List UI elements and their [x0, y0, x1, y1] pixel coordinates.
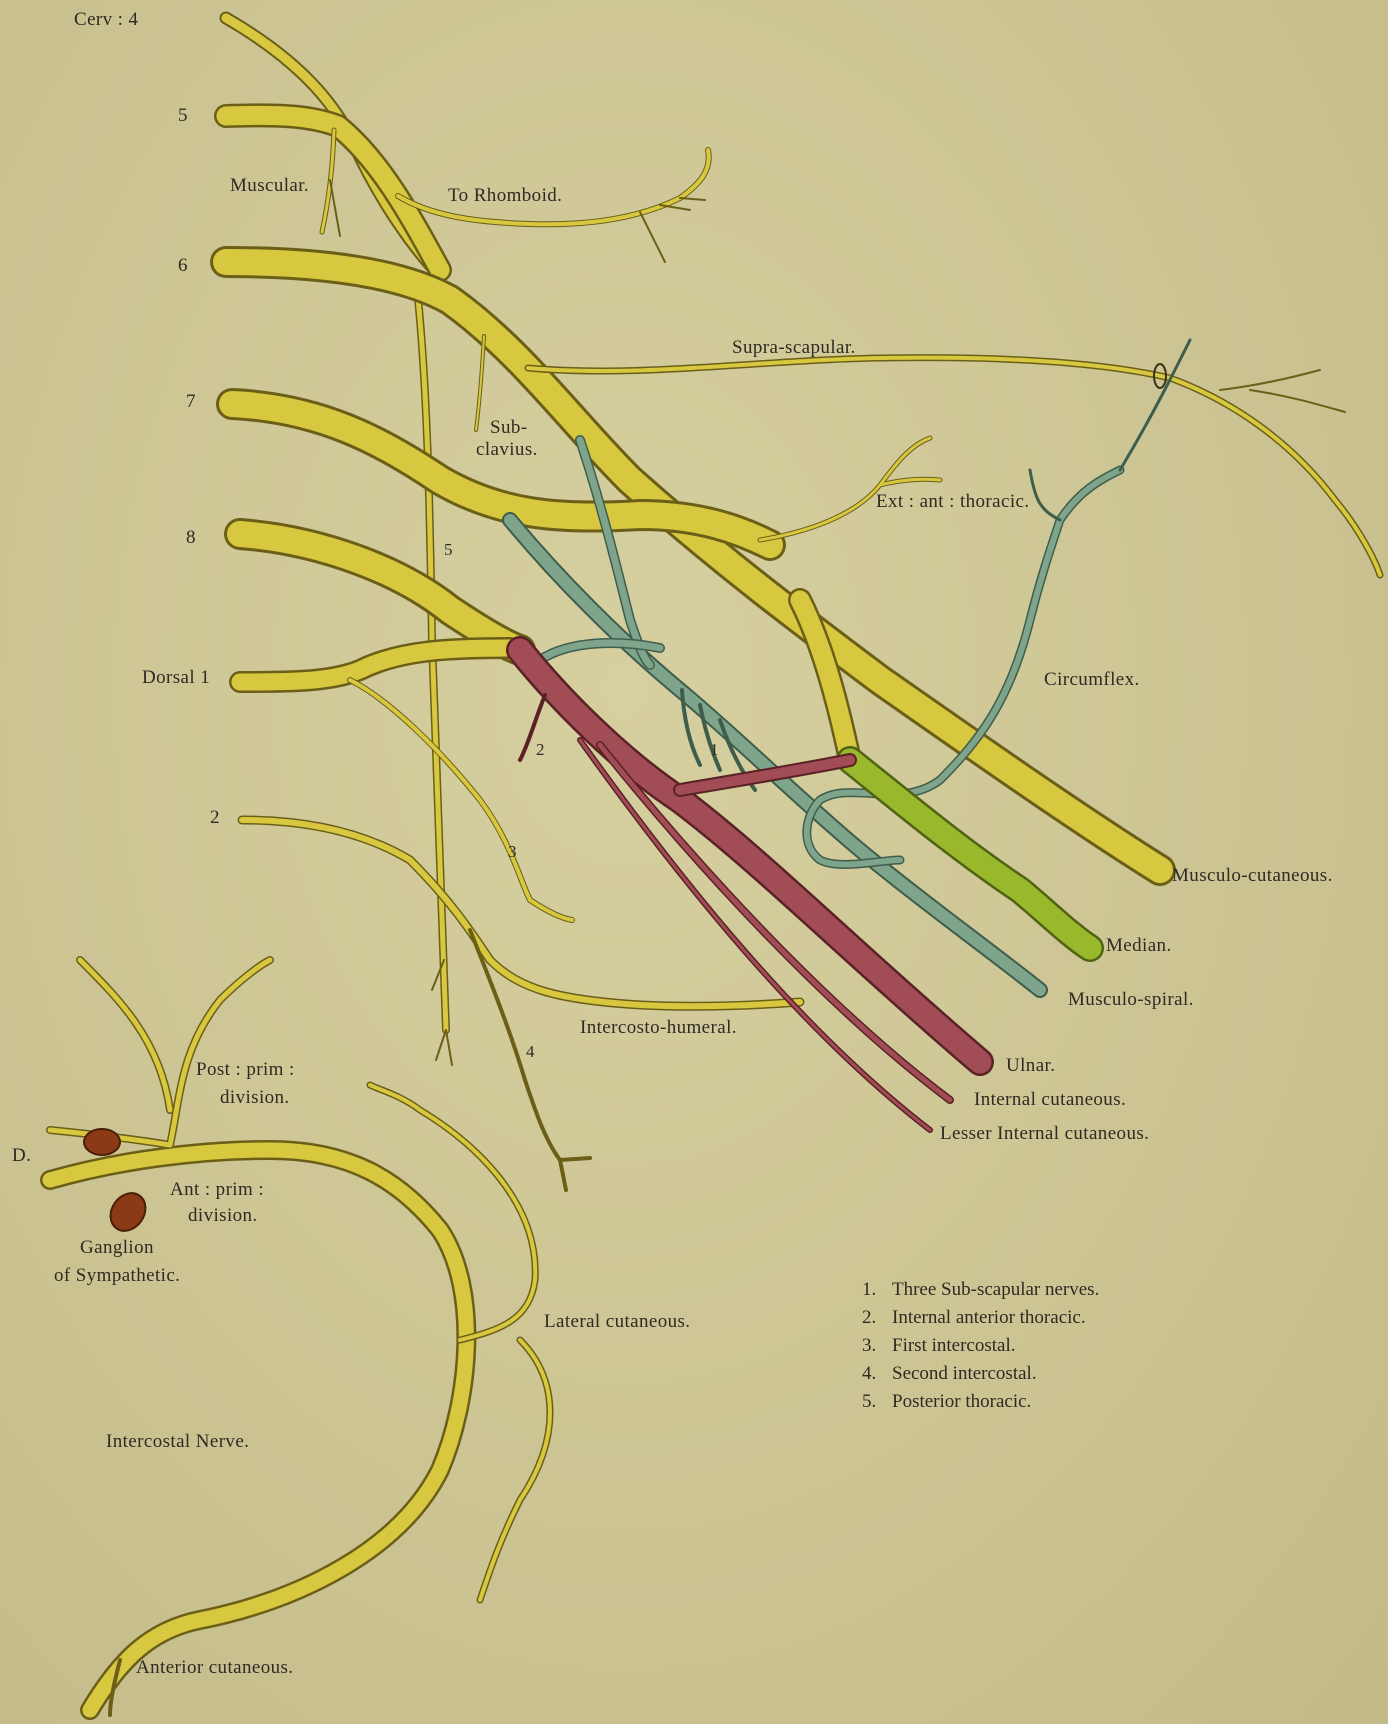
- legend-number: 2.: [862, 1304, 892, 1332]
- legend-text: First intercostal.: [892, 1335, 1015, 1356]
- legend-text: Second intercostal.: [892, 1363, 1037, 1384]
- legend-item: 3.First intercostal.: [862, 1332, 1099, 1360]
- label-post-prim-1: Post : prim :: [196, 1060, 295, 1081]
- label-to-rhomboid: To Rhomboid.: [448, 186, 562, 207]
- legend: 1.Three Sub-scapular nerves. 2.Internal …: [862, 1276, 1099, 1416]
- label-c5: 5: [178, 106, 188, 127]
- ext-ant-thoracic-nerve: [760, 438, 940, 540]
- branch-number-2: 2: [536, 740, 545, 760]
- label-c6: 6: [178, 256, 188, 277]
- label-d2: 2: [210, 808, 220, 829]
- label-c7: 7: [186, 392, 196, 413]
- legend-item: 4.Second intercostal.: [862, 1360, 1099, 1388]
- legend-text: Posterior thoracic.: [892, 1391, 1031, 1412]
- label-circumflex: Circumflex.: [1044, 670, 1140, 691]
- label-ext-ant-thoracic: Ext : ant : thoracic.: [876, 492, 1030, 513]
- label-internal-cutaneous: Internal cutaneous.: [974, 1090, 1126, 1111]
- branch-number-4: 4: [526, 1042, 535, 1062]
- legend-text: Internal anterior thoracic.: [892, 1307, 1086, 1328]
- root-c8: [240, 534, 520, 650]
- label-dorsal1: Dorsal 1: [142, 668, 210, 689]
- subclavius-branch: [476, 336, 484, 430]
- label-ant-prim-2: division.: [188, 1206, 258, 1227]
- posterior-thoracic-nerve: [418, 298, 452, 1065]
- label-c8: 8: [186, 528, 196, 549]
- label-subclavius-2: clavius.: [476, 440, 538, 461]
- suprascapular-nerve: [528, 358, 1380, 575]
- label-subclavius-1: Sub-: [490, 418, 528, 439]
- label-ulnar: Ulnar.: [1006, 1056, 1055, 1077]
- label-cerv4: Cerv : 4: [74, 10, 138, 31]
- legend-number: 3.: [862, 1332, 892, 1360]
- label-ant-prim-1: Ant : prim :: [170, 1180, 264, 1201]
- legend-number: 1.: [862, 1276, 892, 1304]
- legend-item: 5.Posterior thoracic.: [862, 1388, 1099, 1416]
- legend-item: 1.Three Sub-scapular nerves.: [862, 1276, 1099, 1304]
- label-d: D.: [12, 1146, 31, 1167]
- branch-number-3: 3: [508, 842, 517, 862]
- label-musculo-cutaneous: Musculo-cutaneous.: [1172, 866, 1333, 887]
- legend-number: 5.: [862, 1388, 892, 1416]
- label-ganglion-2: of Sympathetic.: [54, 1266, 180, 1287]
- label-intercosto-humeral: Intercosto-humeral.: [580, 1018, 737, 1039]
- label-anterior-cutaneous: Anterior cutaneous.: [136, 1658, 293, 1679]
- label-intercostal-nerve: Intercostal Nerve.: [106, 1432, 249, 1453]
- label-median: Median.: [1106, 936, 1172, 957]
- label-post-prim-2: division.: [220, 1088, 290, 1109]
- label-muscular: Muscular.: [230, 176, 309, 197]
- muscular-branch: [322, 130, 340, 236]
- label-musculo-spiral: Musculo-spiral.: [1068, 990, 1194, 1011]
- label-supra-scapular: Supra-scapular.: [732, 338, 856, 359]
- legend-number: 4.: [862, 1360, 892, 1388]
- root-dorsal1: [240, 648, 510, 682]
- sympathetic-ganglion: [84, 1129, 153, 1238]
- label-ganglion-1: Ganglion: [80, 1238, 154, 1259]
- legend-text: Three Sub-scapular nerves.: [892, 1279, 1099, 1300]
- branch-number-5: 5: [444, 540, 453, 560]
- root-c4: [226, 18, 430, 265]
- legend-item: 2.Internal anterior thoracic.: [862, 1304, 1099, 1332]
- label-lateral-cutaneous: Lateral cutaneous.: [544, 1312, 690, 1333]
- label-lesser-internal-cutaneous: Lesser Internal cutaneous.: [940, 1124, 1149, 1145]
- branch-number-1: 1: [710, 740, 719, 760]
- intercostal-nerve: [50, 960, 550, 1715]
